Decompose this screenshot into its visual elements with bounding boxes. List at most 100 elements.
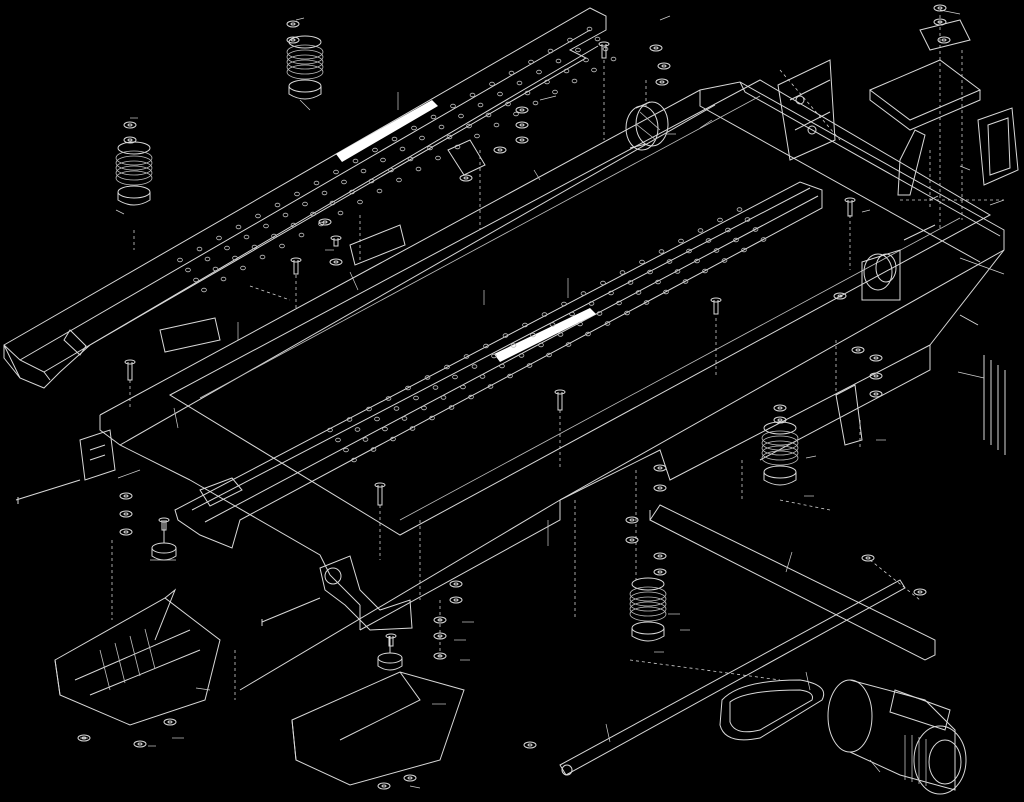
screw-head xyxy=(844,197,856,203)
spring-base-rim xyxy=(763,472,797,486)
rail-hole xyxy=(388,167,394,173)
running-deck xyxy=(168,79,992,536)
guide-line xyxy=(629,659,781,681)
rail-hole xyxy=(469,92,476,98)
rail-hole xyxy=(678,238,684,244)
washer-hole xyxy=(381,784,387,788)
guide-line xyxy=(249,285,291,301)
rail-hole xyxy=(274,202,281,208)
washer-hole xyxy=(657,486,663,490)
rail-hole xyxy=(610,56,617,62)
rail-hole xyxy=(561,301,567,307)
rail-hole xyxy=(485,112,492,118)
rail-hole xyxy=(571,78,578,84)
rail-hole xyxy=(370,447,377,452)
rail-hole xyxy=(302,201,308,207)
cushion-spring-assemblies xyxy=(115,35,799,642)
washer xyxy=(163,718,177,726)
rail-hole xyxy=(310,211,316,217)
spring-coil xyxy=(115,165,153,181)
washer xyxy=(493,146,507,154)
rail-hole xyxy=(366,406,372,412)
washer xyxy=(449,580,463,588)
rail-hole xyxy=(354,427,361,432)
spring-base xyxy=(117,185,151,199)
spring-coil xyxy=(761,435,799,451)
rail-hole xyxy=(463,354,470,359)
leader-line xyxy=(173,407,179,429)
washer-hole xyxy=(519,123,525,127)
leader-line xyxy=(785,551,793,573)
leader-line xyxy=(989,199,1005,206)
washer xyxy=(625,536,639,544)
rail-hole xyxy=(327,427,333,433)
rail-hole xyxy=(526,363,533,368)
washer xyxy=(515,136,529,144)
leader-line xyxy=(533,169,541,181)
leader-line xyxy=(299,99,311,111)
rail-hole xyxy=(329,200,336,206)
spring-base-rim xyxy=(288,86,322,100)
rail-hole xyxy=(594,36,601,42)
rail-hole xyxy=(760,237,767,242)
rail-hole xyxy=(427,145,433,151)
rail-hole xyxy=(391,136,398,142)
leader-line xyxy=(605,723,611,743)
spring-coil xyxy=(629,591,667,607)
guide-line xyxy=(869,559,921,601)
washer xyxy=(773,404,787,412)
spring-base xyxy=(288,79,322,93)
right-side-rail xyxy=(174,181,823,549)
rail-hole xyxy=(499,363,505,369)
rear-end-cap-left xyxy=(54,588,221,726)
washer xyxy=(657,62,671,70)
rail-hole xyxy=(557,332,564,337)
rail-hole xyxy=(721,258,728,263)
rail-hole xyxy=(372,147,378,153)
rail-hole xyxy=(567,37,573,43)
rail-hole xyxy=(733,237,739,243)
rail-hole xyxy=(321,190,328,196)
screw-shank xyxy=(557,392,563,411)
rail-hole xyxy=(585,331,591,337)
rail-hole xyxy=(643,300,650,305)
rail-hole xyxy=(497,91,503,97)
long-bolts xyxy=(15,224,979,626)
screw-shank xyxy=(388,636,394,647)
spring-coil xyxy=(629,601,667,617)
spring-coil xyxy=(286,44,324,60)
left-rail-reflective-stripe xyxy=(336,100,438,162)
washer-hole xyxy=(123,530,129,534)
rail-hole xyxy=(341,179,347,185)
washer-hole xyxy=(653,46,659,50)
rail-hole xyxy=(555,58,562,64)
spring-coil xyxy=(115,160,153,176)
washer xyxy=(329,258,343,266)
washer-hole xyxy=(527,743,533,747)
deck-plates xyxy=(159,224,406,353)
rail-hole xyxy=(619,270,626,275)
washer xyxy=(523,741,537,749)
rail-hole xyxy=(424,375,431,380)
rail-hole xyxy=(686,248,692,254)
rail-hole xyxy=(544,79,550,85)
rail-hole xyxy=(682,279,689,284)
rail-hole xyxy=(460,384,466,390)
spring-coil xyxy=(115,155,153,171)
rail-hole xyxy=(346,417,353,422)
rail-hole xyxy=(357,199,363,205)
spring-base xyxy=(763,465,797,479)
washer xyxy=(123,121,137,129)
washer-hole xyxy=(873,392,879,396)
spring-coil xyxy=(761,450,799,466)
rail-hole xyxy=(468,394,474,400)
screw-head xyxy=(330,235,342,241)
rail-hole xyxy=(713,248,720,253)
rail-hole xyxy=(405,385,411,391)
rail-hole xyxy=(702,268,708,274)
rail-hole xyxy=(522,322,528,328)
drive-motor xyxy=(827,679,967,795)
rail-hole xyxy=(588,301,595,306)
rail-hole xyxy=(196,246,203,252)
rail-hole xyxy=(255,213,261,219)
